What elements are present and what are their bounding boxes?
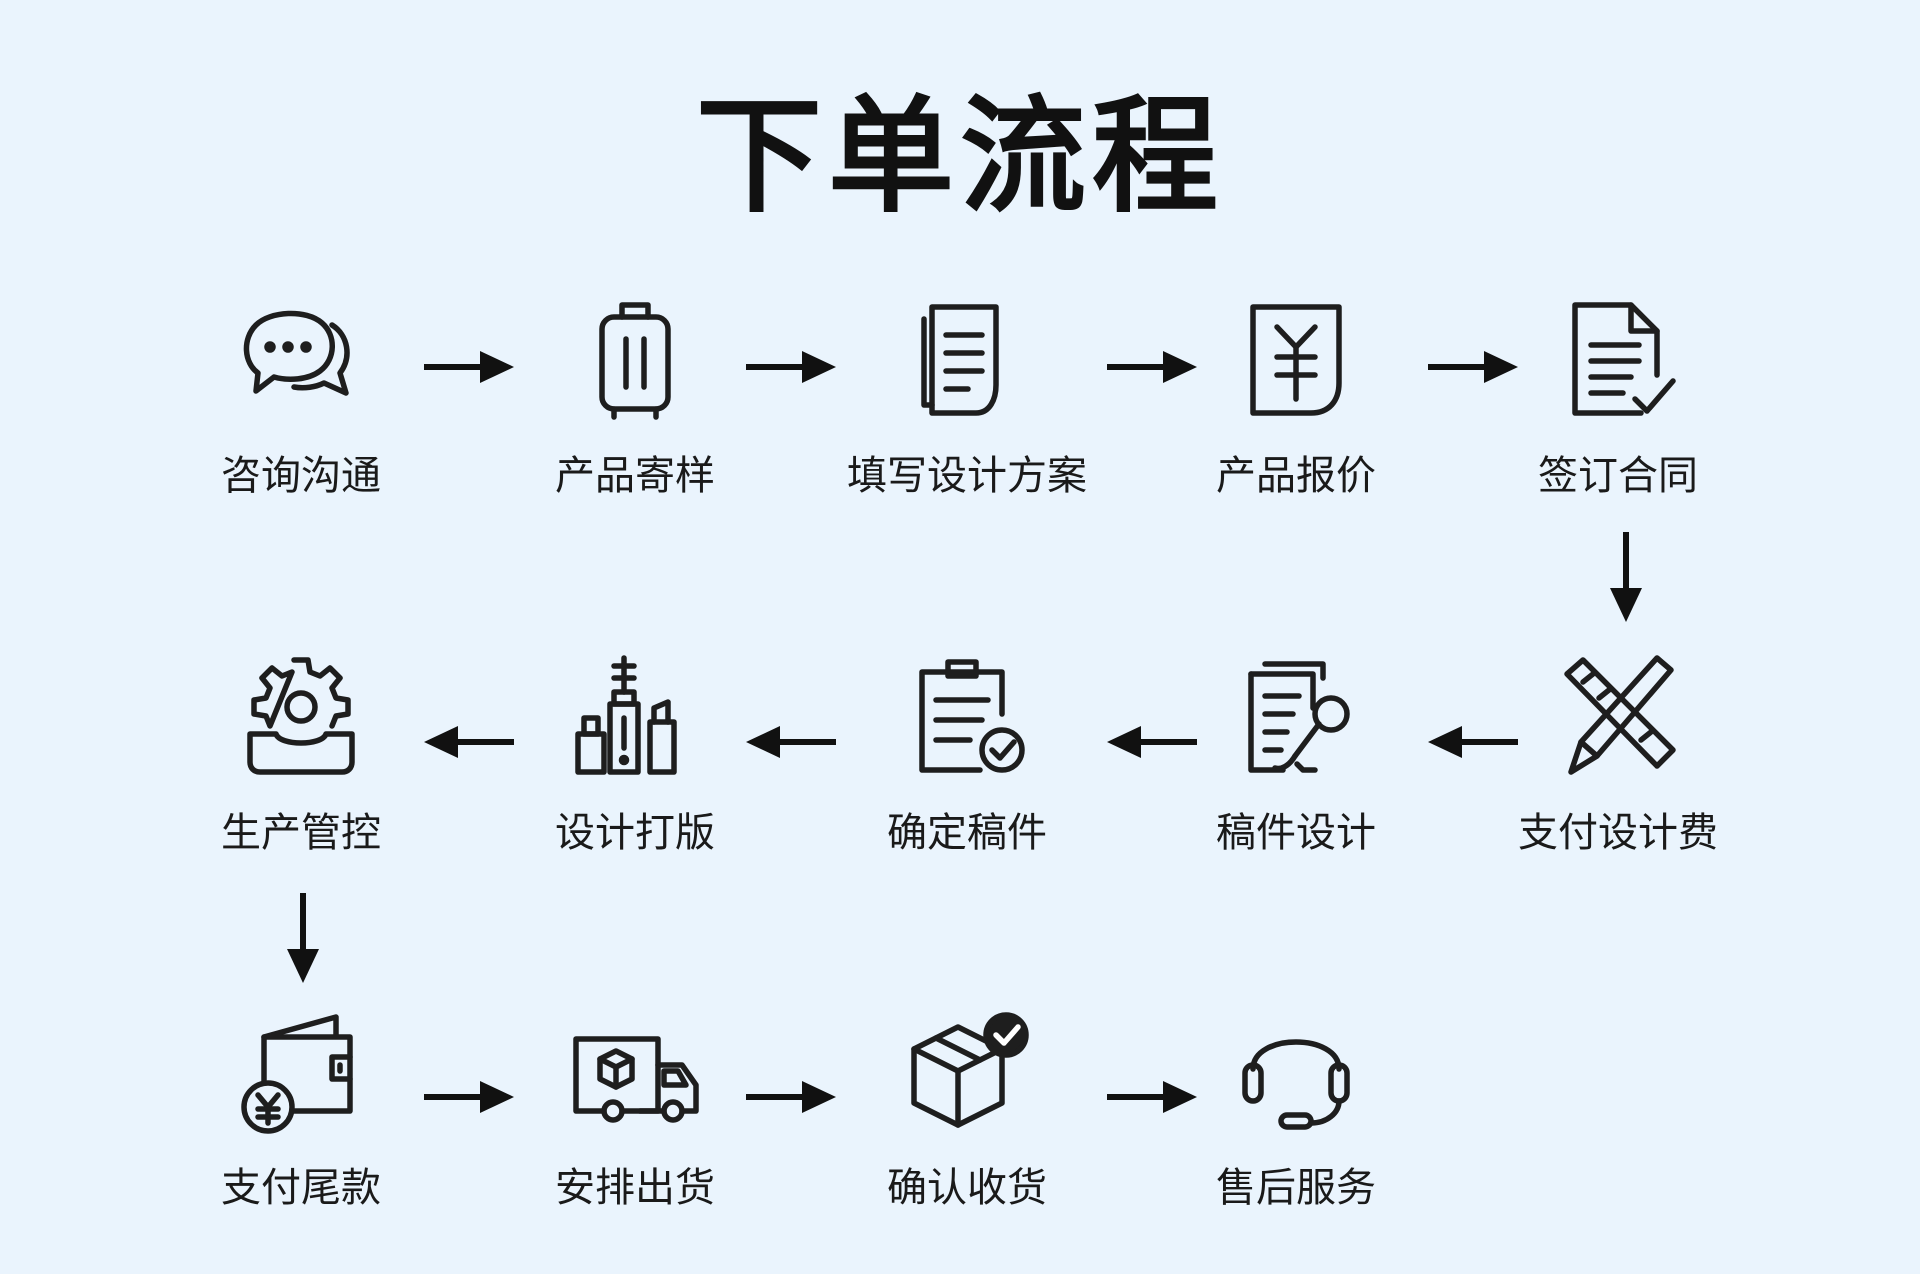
wallet-yuan-icon (241, 1014, 353, 1134)
arrow-left-1 (1428, 722, 1518, 762)
cosmetic-samples-icon (575, 655, 677, 775)
arrow-left-3 (746, 722, 836, 762)
clipboard-check-icon (919, 659, 1025, 773)
arrow-right-6 (746, 1077, 836, 1117)
step-label: 咨询沟通 (221, 453, 381, 499)
headset-icon (1242, 1039, 1350, 1130)
signed-document-icon (1572, 302, 1676, 416)
suitcase-icon (599, 302, 671, 420)
step-sample: 产品寄样 (495, 295, 775, 525)
chat-bubbles-icon (243, 310, 350, 396)
step-label: 填写设计方案 (847, 453, 1087, 499)
step-label: 支付尾款 (221, 1165, 381, 1211)
arrow-down-1 (1606, 532, 1646, 622)
step-shipping: 安排出货 (495, 1007, 775, 1237)
arrow-right-3 (1107, 347, 1197, 387)
step-label: 安排出货 (555, 1165, 715, 1211)
documents-icon (921, 304, 999, 416)
arrow-left-4 (424, 722, 514, 762)
delivery-truck-icon (573, 1036, 699, 1123)
arrow-right-4 (1428, 347, 1518, 387)
arrow-down-2 (283, 893, 323, 983)
arrow-right-5 (424, 1077, 514, 1117)
arrow-right-1 (424, 347, 514, 387)
step-consult: 咨询沟通 (161, 295, 441, 525)
step-label: 设计打版 (555, 810, 715, 856)
step-label: 签订合同 (1538, 453, 1698, 499)
step-contract: 签订合同 (1478, 295, 1758, 525)
step-label: 生产管控 (221, 810, 381, 856)
step-label: 稿件设计 (1216, 810, 1376, 856)
step-prototype: 设计打版 (495, 652, 775, 882)
step-confirm-draft: 确定稿件 (827, 652, 1107, 882)
step-design-fee: 支付设计费 (1478, 652, 1758, 882)
step-label: 确认收货 (887, 1165, 1047, 1211)
step-quote: 产品报价 (1156, 295, 1436, 525)
step-after-sales: 售后服务 (1156, 1007, 1436, 1237)
yuan-document-icon (1250, 304, 1342, 416)
step-final-payment: 支付尾款 (161, 1007, 441, 1237)
arrow-right-7 (1107, 1077, 1197, 1117)
step-label: 支付设计费 (1518, 810, 1718, 856)
step-label: 售后服务 (1216, 1165, 1376, 1211)
step-design-plan: 填写设计方案 (827, 295, 1107, 525)
arrow-left-2 (1107, 722, 1197, 762)
box-check-icon (911, 1012, 1029, 1128)
pencil-ruler-icon (1564, 655, 1676, 775)
step-production: 生产管控 (161, 652, 441, 882)
step-label: 确定稿件 (887, 810, 1047, 856)
step-receipt: 确认收货 (827, 1007, 1107, 1237)
document-microphone-icon (1248, 661, 1350, 773)
step-label: 产品寄样 (555, 453, 715, 499)
step-draft-design: 稿件设计 (1156, 652, 1436, 882)
arrow-right-2 (746, 347, 836, 387)
step-label: 产品报价 (1216, 453, 1376, 499)
gear-tray-icon (247, 657, 355, 775)
page-title: 下单流程 (696, 83, 1224, 230)
